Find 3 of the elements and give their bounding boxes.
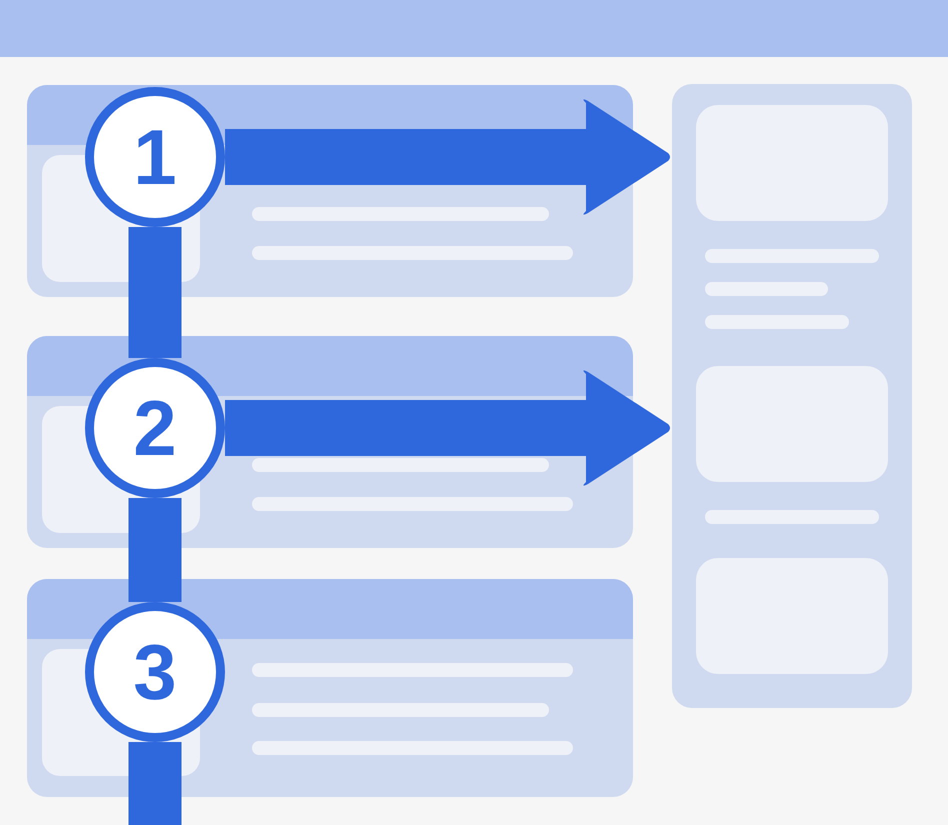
connector-line [128,227,182,358]
sidebar-panel [672,84,912,708]
connector-line [128,498,182,602]
